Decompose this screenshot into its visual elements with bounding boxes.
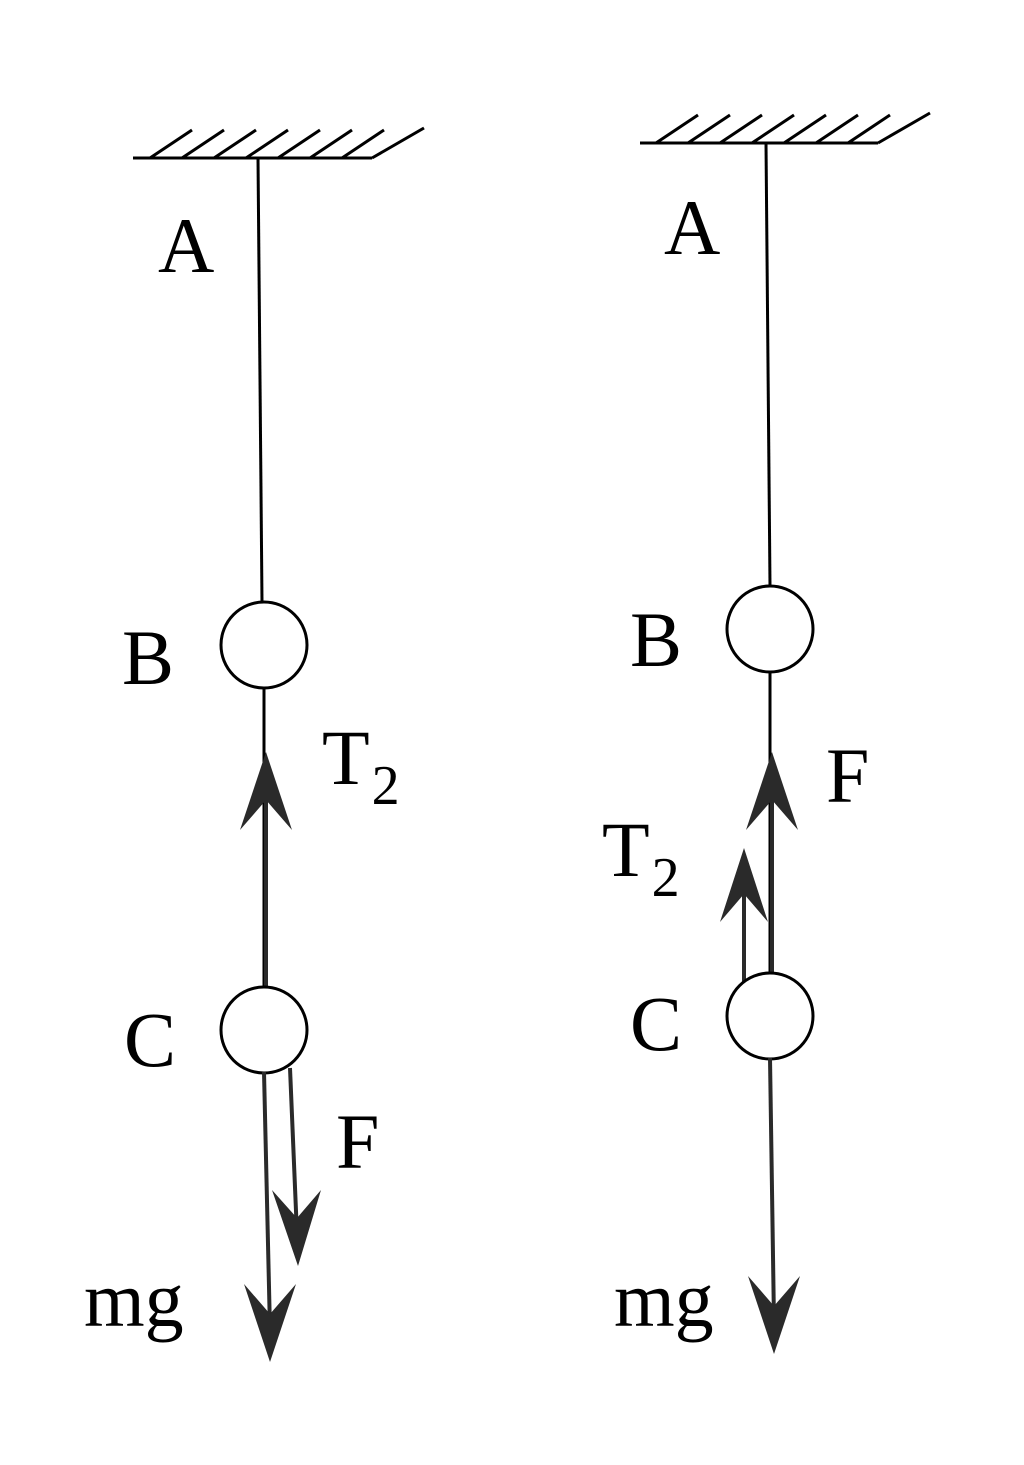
label-c-right: C	[630, 980, 682, 1067]
force-f-vector-left	[288, 1067, 299, 1236]
label-t2-left: T2	[322, 714, 400, 817]
string-ab-left	[256, 157, 264, 603]
label-mg-left: mg	[84, 1256, 184, 1343]
label-t2-right: T2	[602, 806, 680, 909]
diagram-left: A B C T2 F mg	[84, 126, 425, 1362]
weight-mg-vector-right	[768, 1057, 776, 1323]
label-a-right: A	[664, 184, 720, 271]
ball-b-left	[219, 600, 309, 690]
weight-mg-arrowhead-right	[748, 1276, 800, 1354]
ball-c-left	[219, 985, 309, 1075]
ceiling-support-left	[133, 126, 425, 160]
label-f-right: F	[826, 732, 869, 819]
label-mg-right: mg	[614, 1256, 714, 1343]
ceiling-support-right	[640, 111, 931, 145]
tension-t2-arrowhead-left	[240, 752, 292, 830]
label-a-left: A	[158, 202, 214, 289]
tension-t2-arrowhead-right	[720, 848, 768, 922]
ball-c-right	[725, 971, 815, 1061]
label-c-left: C	[124, 996, 176, 1083]
label-f-left: F	[336, 1098, 379, 1185]
force-f-arrowhead-right	[746, 752, 798, 830]
label-b-right: B	[630, 596, 682, 683]
label-b-left: B	[122, 614, 174, 701]
string-ab-right	[764, 142, 772, 587]
ball-b-right	[725, 584, 815, 674]
weight-mg-arrowhead-left	[244, 1284, 296, 1362]
force-f-arrowhead-left	[272, 1190, 321, 1266]
diagram-right: A B C F T2 mg	[602, 111, 931, 1354]
weight-mg-vector-left	[262, 1071, 272, 1331]
